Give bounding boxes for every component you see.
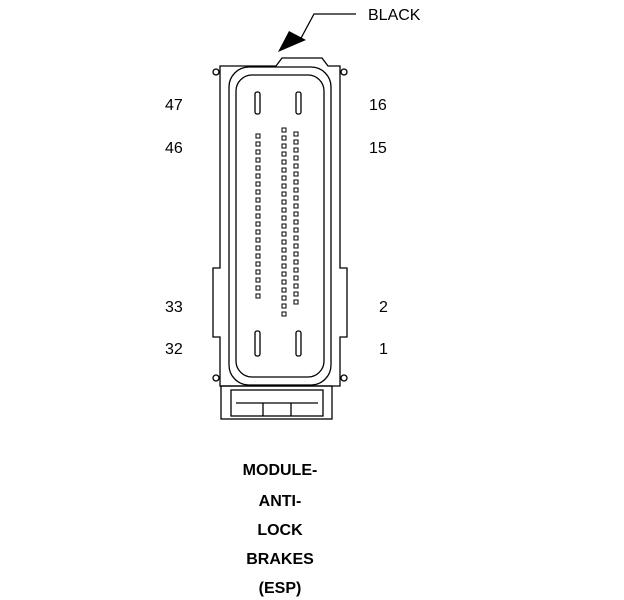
connector-latch [220, 385, 333, 420]
signal-pin [255, 141, 261, 147]
pin-32 [254, 330, 261, 357]
signal-pin [281, 159, 287, 165]
caption-line-5: (ESP) [258, 580, 302, 597]
large-pins [254, 91, 302, 357]
signal-pin [255, 213, 261, 219]
pin-label-16: 16 [369, 97, 387, 114]
signal-pin [293, 179, 299, 185]
signal-pin [281, 199, 287, 205]
signal-pin [293, 219, 299, 225]
signal-pin [293, 275, 299, 281]
connector-color-label: BLACK [368, 7, 421, 24]
caption-line-3: LOCK [257, 522, 303, 539]
signal-pin [293, 267, 299, 273]
signal-pin [255, 269, 261, 275]
signal-pin [281, 223, 287, 229]
pin-label-33: 33 [165, 299, 183, 316]
signal-pin [281, 215, 287, 221]
signal-pin [293, 171, 299, 177]
pin-1 [295, 330, 302, 357]
signal-pin [293, 211, 299, 217]
signal-pin [255, 189, 261, 195]
signal-pin [255, 261, 261, 267]
signal-pin [255, 285, 261, 291]
pin-label-47: 47 [165, 97, 183, 114]
color-leader [299, 13, 356, 41]
signal-pin [281, 255, 287, 261]
pin-label-46: 46 [165, 140, 183, 157]
signal-pin [281, 231, 287, 237]
small-pins [255, 127, 299, 317]
signal-pin [281, 271, 287, 277]
signal-pin [293, 235, 299, 241]
signal-pin [281, 239, 287, 245]
signal-pin [293, 163, 299, 169]
pin-label-1: 1 [379, 341, 388, 358]
signal-pin [293, 131, 299, 137]
signal-pin [255, 237, 261, 243]
signal-pin [281, 295, 287, 301]
caption-line-1: MODULE- [242, 462, 318, 479]
caption-line-4: BRAKES [246, 551, 314, 568]
leader-arrowhead [278, 31, 306, 52]
signal-pin [293, 283, 299, 289]
signal-pin [281, 127, 287, 133]
pin-16 [295, 91, 302, 115]
pin-label-15: 15 [369, 140, 387, 157]
signal-pin [281, 143, 287, 149]
signal-pin [281, 183, 287, 189]
connector-body [212, 57, 348, 387]
signal-pin [293, 291, 299, 297]
signal-pin [281, 279, 287, 285]
signal-pin [293, 147, 299, 153]
signal-pin [255, 229, 261, 235]
signal-pin [255, 157, 261, 163]
signal-pin [281, 175, 287, 181]
signal-pin [255, 181, 261, 187]
signal-pin [281, 191, 287, 197]
signal-pin [293, 259, 299, 265]
signal-pin [255, 197, 261, 203]
signal-pin [281, 207, 287, 213]
signal-pin [281, 311, 287, 317]
signal-pin [293, 203, 299, 209]
signal-pin [293, 139, 299, 145]
pin-label-32: 32 [165, 341, 183, 358]
signal-pin [255, 133, 261, 139]
signal-pin [293, 195, 299, 201]
signal-pin [255, 293, 261, 299]
signal-pin [293, 187, 299, 193]
signal-pin [293, 251, 299, 257]
signal-pin [255, 205, 261, 211]
signal-pin [255, 277, 261, 283]
signal-pin [255, 245, 261, 251]
signal-pin [255, 221, 261, 227]
signal-pin [293, 243, 299, 249]
signal-pin [281, 135, 287, 141]
signal-pin [281, 167, 287, 173]
signal-pin [281, 263, 287, 269]
caption-line-2: ANTI- [258, 493, 302, 510]
signal-pin [281, 151, 287, 157]
signal-pin [281, 247, 287, 253]
signal-pin [255, 165, 261, 171]
signal-pin [281, 303, 287, 309]
pin-label-2: 2 [379, 299, 388, 316]
signal-pin [255, 149, 261, 155]
signal-pin [255, 253, 261, 259]
signal-pin [293, 227, 299, 233]
signal-pin [281, 287, 287, 293]
signal-pin [293, 299, 299, 305]
signal-pin [255, 173, 261, 179]
signal-pin [293, 155, 299, 161]
pin-47 [254, 91, 261, 115]
